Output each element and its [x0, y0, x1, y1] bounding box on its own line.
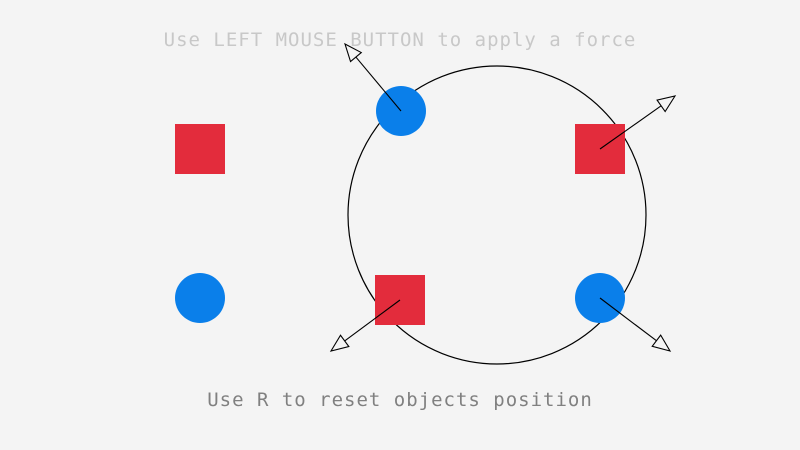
force-vector-arrowhead-icon — [656, 95, 677, 113]
force-vectors-group — [329, 42, 677, 352]
force-vector-line — [599, 297, 657, 342]
force-vector-arrowhead-icon — [329, 334, 350, 352]
force-vector — [329, 299, 401, 352]
hint-text-bottom: Use R to reset objects position — [207, 389, 593, 411]
bodies-group[interactable] — [175, 86, 625, 325]
hint-text-top: Use LEFT MOUSE BUTTON to apply a force — [163, 29, 637, 51]
force-vector — [599, 95, 677, 150]
force-vector — [599, 297, 672, 352]
boundary-circle — [347, 65, 647, 365]
force-vector — [344, 42, 402, 112]
body-circle[interactable] — [175, 273, 225, 323]
body-square[interactable] — [175, 124, 225, 174]
force-vector-arrowhead-icon — [344, 42, 363, 63]
force-vector-arrowhead-icon — [651, 334, 672, 352]
boundary-circle-group — [347, 65, 647, 365]
force-vector-line — [599, 105, 662, 150]
force-vector-line — [355, 56, 402, 112]
force-vector-line — [344, 299, 401, 342]
